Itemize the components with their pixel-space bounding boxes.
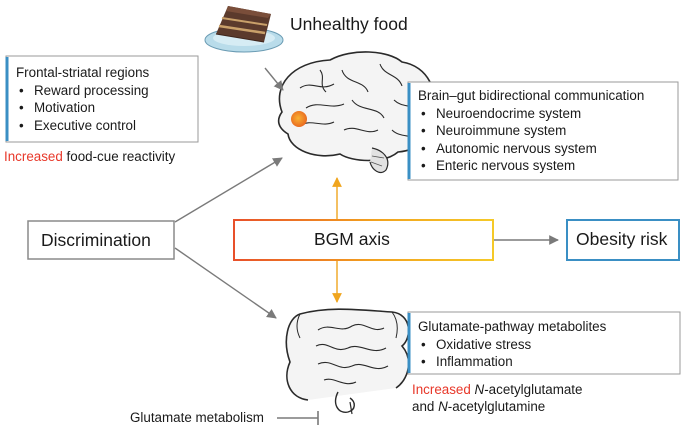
glutamate-box-list: Oxidative stress Inflammation [418,336,676,371]
acetylglutamine-text: -acetylglutamine [447,398,546,414]
list-item: Motivation [16,99,194,117]
list-item: Reward processing [16,82,194,100]
brain-gut-box: Brain–gut bidirectional communication Ne… [418,87,674,175]
frontal-box-title: Frontal-striatal regions [16,65,150,80]
list-item: Neuroimmune system [418,122,674,140]
frontal-box-list: Reward processing Motivation Executive c… [16,82,194,135]
bgm-axis-label: BGM axis [314,229,390,249]
acetyl-text: Increased N-acetylglutamate and N-acetyl… [412,382,582,415]
acetylglutamate-text: -acetylglutamate [484,382,583,397]
glutamate-box: Glutamate-pathway metabolites Oxidative … [418,318,676,371]
cake-slice-icon [204,6,284,53]
glutamate-box-title: Glutamate-pathway metabolites [418,319,607,334]
unhealthy-food-label: Unhealthy food [290,14,408,34]
list-item: Executive control [16,117,194,135]
increased-highlight: Increased [4,149,63,164]
glutamate-metabolism-label: Glutamate metabolism [130,410,264,425]
frontal-striatal-box: Frontal-striatal regions Reward processi… [16,64,194,134]
glutamate-inhibition-arrow [277,411,319,425]
brain-icon [277,51,436,174]
and-text: and [412,398,439,414]
brain-gut-box-list: Neuroendocrime system Neuroimmune system… [418,105,674,175]
list-item: Autonomic nervous system [418,140,674,158]
increased-highlight: Increased [412,382,471,397]
discrimination-to-brain-arrow [174,157,283,223]
acetyl-line-2: and N-acetylglutamine [412,399,582,416]
discrimination-box-border [27,220,175,260]
food-cue-reactivity-text: Increased food-cue reactivity [4,149,176,165]
discrimination-label: Discrimination [41,230,151,250]
list-item: Enteric nervous system [418,157,674,175]
bgm-box-border [233,219,494,261]
acetyl-line-1: Increased N-acetylglutamate [412,382,582,399]
discrimination-to-gut-arrow [174,247,277,319]
food-to-brain-arrow [264,67,284,91]
list-item: Inflammation [418,353,676,371]
list-item: Oxidative stress [418,336,676,354]
n-italic: N [438,398,448,414]
food-cue-rest: food-cue reactivity [62,149,176,164]
obesity-risk-label: Obesity risk [576,229,668,249]
brain-gut-box-title: Brain–gut bidirectional communication [418,88,645,103]
obesity-box-border [566,219,680,261]
list-item: Neuroendocrime system [418,105,674,123]
intestine-icon [285,308,410,415]
n-italic: N [474,382,485,397]
